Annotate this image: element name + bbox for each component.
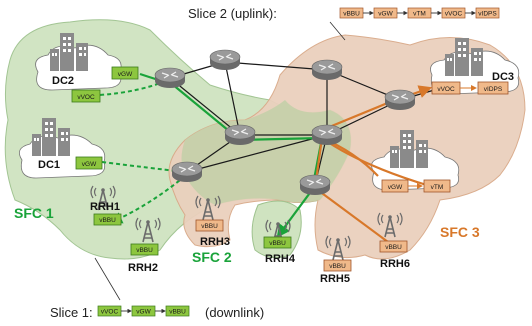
sfc2-label: SFC 2 <box>192 249 232 265</box>
slice1-suffix: (downlink) <box>205 305 264 320</box>
slice2-chain-label-3: vVOC <box>445 10 463 17</box>
slice1-chain-box-2: vBBU <box>165 305 190 317</box>
svg-text:vVOC: vVOC <box>437 86 455 93</box>
svg-text:vBBU: vBBU <box>385 244 402 251</box>
rrh5-vbbu-box: vBBU <box>323 259 352 272</box>
svg-text:vBBU: vBBU <box>136 247 153 254</box>
dc-right-vgw-box: vGW <box>381 179 409 193</box>
dc-right-vtm-box: vTM <box>423 179 451 193</box>
slice2-chain-label-4: vIDPS <box>478 10 497 17</box>
dc3-label: DC3 <box>492 71 514 83</box>
slice2-chain-label-0: vBBU <box>343 10 360 17</box>
rrh4-vbbu-box: vBBU <box>263 236 292 249</box>
svg-text:vBBU: vBBU <box>99 217 116 224</box>
rrh5-label: RRH5 <box>320 273 350 285</box>
slice2-chain-box-1: vGW <box>373 7 398 19</box>
svg-text:vBBU: vBBU <box>201 223 218 230</box>
slice2-chain-box-4: vIDPS <box>475 7 500 19</box>
svg-text:vBBU: vBBU <box>329 263 346 270</box>
rrh3-vbbu-box: vBBU <box>195 219 224 232</box>
rrh2-vbbu-box: vBBU <box>130 243 159 256</box>
svg-text:vGW: vGW <box>118 71 133 78</box>
slice1-chain-label-0: vVOC <box>101 308 119 315</box>
sfc3-label: SFC 3 <box>440 224 480 240</box>
router-r8-icon <box>384 89 416 111</box>
rrh3-label: RRH3 <box>200 236 230 248</box>
router-r3-icon <box>311 59 343 81</box>
slice2-chain-box-2: vTM <box>407 7 432 19</box>
slice1-caption: Slice 1: vVOC vGW vBBU (downlink) <box>50 257 264 320</box>
slice2-chain-label-2: vTM <box>413 10 426 17</box>
dc1-label: DC1 <box>38 159 60 171</box>
slice2-chain-box-3: vVOC <box>441 7 466 19</box>
slice2-chain-label-1: vGW <box>378 10 393 17</box>
sfc1-label: SFC 1 <box>14 205 54 221</box>
router-r6-icon <box>171 161 203 183</box>
slice2-chain-box-0: vBBU <box>339 7 364 19</box>
dc2-label: DC2 <box>52 75 74 87</box>
svg-text:vIDPS: vIDPS <box>484 86 503 93</box>
router-r7-icon <box>299 174 331 196</box>
dc2-vvoc-box: vVOC <box>71 89 101 103</box>
svg-text:Slice 1:: Slice 1: <box>50 305 93 320</box>
svg-text:Slice 2 (uplink):: Slice 2 (uplink): <box>188 6 277 21</box>
slice1-chain-box-1: vGW <box>131 305 156 317</box>
svg-text:vBBU: vBBU <box>269 240 286 247</box>
svg-text:vGW: vGW <box>82 161 97 168</box>
dc1-vgw-box: vGW <box>75 156 103 170</box>
slice1-chain-label-1: vGW <box>136 308 151 315</box>
dc3-vvoc-box: vVOC <box>431 81 461 95</box>
rrh2-label: RRH2 <box>128 262 158 274</box>
slice2-caption: Slice 2 (uplink): vBBU vGW vTM vVOC vIDPS <box>188 6 500 41</box>
rrh6-vbbu-box: vBBU <box>379 240 408 253</box>
rrh4-label: RRH4 <box>265 253 296 265</box>
dc2-vgw-box: vGW <box>111 66 139 80</box>
svg-text:vTM: vTM <box>431 184 444 191</box>
slice1-chain-box-0: vVOC <box>97 305 122 317</box>
dc3-vidps-box: vIDPS <box>477 81 509 95</box>
svg-text:vVOC: vVOC <box>77 94 95 101</box>
router-r5-icon <box>311 124 343 146</box>
rrh1-vbbu-box: vBBU <box>93 213 122 226</box>
slice1-chain-label-2: vBBU <box>169 308 186 315</box>
vnf-boxes: vGW vVOC vGW vBBU vBBU vBBU vBBU vBBU vB… <box>71 66 509 272</box>
rrh6-label: RRH6 <box>380 258 410 270</box>
router-r4-icon <box>224 124 256 146</box>
svg-text:vGW: vGW <box>388 184 403 191</box>
rrh1-label: RRH1 <box>90 201 120 213</box>
router-r1-icon <box>154 67 186 89</box>
router-r2-icon <box>209 49 241 71</box>
